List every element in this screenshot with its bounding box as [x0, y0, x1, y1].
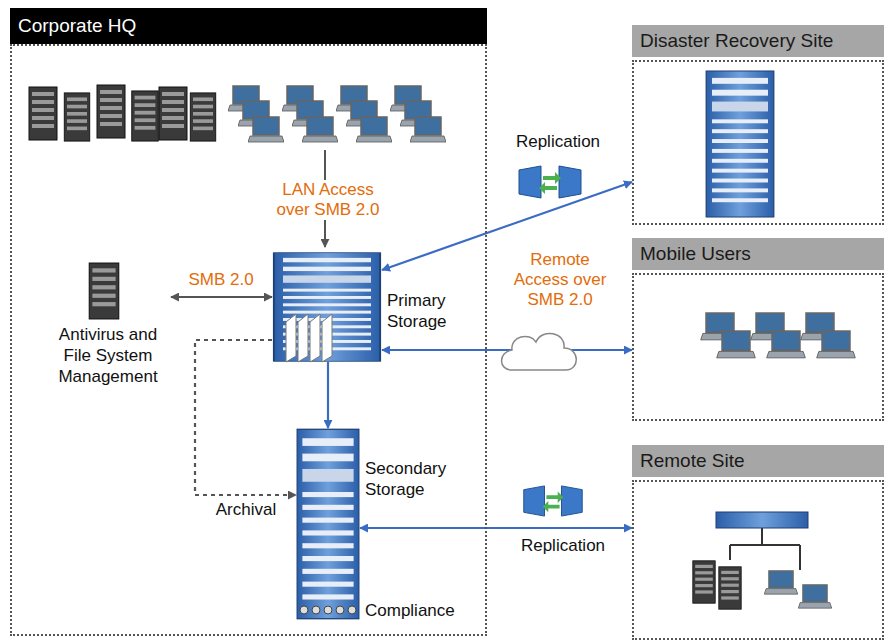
- node-label: Antivirus and File System Management: [45, 324, 171, 387]
- header-band: Remote Site: [632, 445, 884, 477]
- illustration-part: [348, 606, 356, 614]
- edge-label: SMB 2.0: [183, 270, 259, 290]
- illustration-part: [97, 85, 125, 138]
- header-band: Corporate HQ: [10, 8, 487, 44]
- illustration-part: [730, 528, 800, 570]
- storage-device: Secondary StorageCompliance: [296, 428, 360, 620]
- mobile-laptops: [701, 313, 856, 358]
- connector: [327, 362, 329, 428]
- header-band: Mobile Users: [632, 238, 884, 270]
- illustration-part: [159, 87, 187, 140]
- illustration-part: [310, 314, 320, 362]
- site-box: Disaster Recovery Site: [632, 25, 884, 225]
- client-laptops: [228, 86, 446, 142]
- secondary-storage-rack: [297, 429, 359, 618]
- illustration-part: [767, 331, 806, 358]
- device-label: Compliance: [365, 600, 475, 621]
- illustration-part: [693, 561, 715, 603]
- dotted-frame: [632, 60, 884, 225]
- connector: [171, 296, 272, 298]
- connector: [360, 527, 632, 529]
- site-box: Remote Site: [632, 445, 884, 640]
- device-label: Primary Storage: [387, 290, 467, 332]
- dotted-frame: [632, 273, 884, 421]
- illustration-part: [298, 314, 308, 362]
- illustration-part: [336, 606, 344, 614]
- illustration-part: [716, 512, 808, 528]
- header-text: Disaster Recovery Site: [640, 25, 833, 57]
- region-box: Corporate HQ Antivirus and File System Ma…: [10, 8, 487, 636]
- header-text: Mobile Users: [640, 238, 751, 270]
- illustration-part: [356, 117, 392, 142]
- server-cluster: [29, 85, 216, 141]
- illustration-part: [719, 567, 741, 609]
- connector: [382, 182, 632, 270]
- illustration-part: [798, 585, 831, 608]
- illustration-part: [312, 606, 320, 614]
- illustration-part: [29, 87, 57, 140]
- device-label: Secondary Storage: [365, 458, 475, 500]
- tape-slots: [300, 606, 356, 614]
- site-box: Mobile Users: [632, 238, 884, 421]
- illustration-part: [410, 117, 446, 142]
- replication-icon: [519, 166, 581, 198]
- illustration-part: [248, 117, 284, 142]
- connector: [382, 349, 632, 351]
- annotation-label: LAN Access over SMB 2.0: [268, 180, 388, 220]
- edge-label: Replication: [500, 132, 616, 152]
- illustration-part: [64, 93, 89, 141]
- replication-icon: [524, 486, 582, 516]
- cloud: [502, 333, 577, 370]
- primary-storage-array: [274, 253, 380, 362]
- header-band: Disaster Recovery Site: [632, 25, 884, 57]
- edge-label: Remote Access over SMB 2.0: [501, 250, 619, 310]
- antivirus-server: [89, 263, 119, 319]
- edge-label: Archival: [203, 500, 289, 520]
- storage-device: Primary Storage: [272, 252, 382, 362]
- illustration-part: [286, 314, 296, 362]
- illustration-part: [817, 331, 856, 358]
- blade-inserts: [286, 314, 332, 362]
- header-text: Corporate HQ: [18, 8, 136, 44]
- illustration-part: [132, 91, 158, 141]
- illustration-part: [302, 117, 338, 142]
- illustration-part: [322, 314, 332, 362]
- dotted-frame: [632, 480, 884, 640]
- illustration-part: [324, 606, 332, 614]
- connector: [195, 340, 296, 495]
- server-node: Antivirus and File System Management: [45, 262, 171, 387]
- dr-rack: [706, 71, 774, 217]
- illustration-part: [717, 331, 756, 358]
- remote-site-network: [693, 512, 832, 609]
- illustration-part: [764, 571, 797, 594]
- header-text: Remote Site: [640, 445, 745, 477]
- illustration-part: [190, 93, 215, 141]
- illustration-part: [300, 606, 308, 614]
- edge-label: Replication: [505, 536, 621, 556]
